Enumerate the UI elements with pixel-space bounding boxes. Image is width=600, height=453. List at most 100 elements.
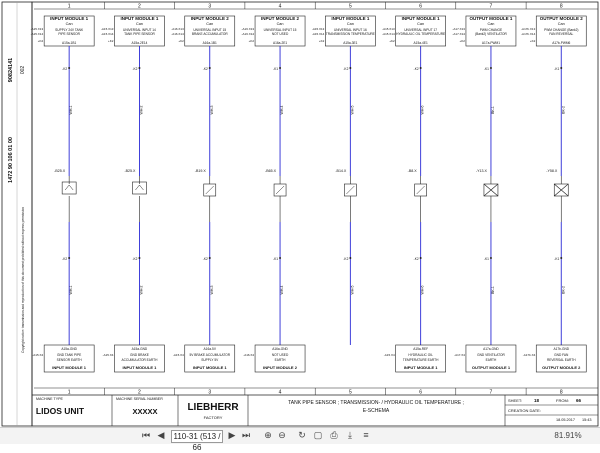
end-module-id: A17b-GND: [553, 347, 569, 351]
module-title: INPUT MODULE 1: [331, 16, 369, 21]
rotate-icon[interactable]: ↻: [298, 430, 306, 440]
module-bus-id: A15a-2E14: [131, 41, 147, 45]
next-page-icon[interactable]: ▶: [228, 430, 236, 440]
module-box-bottom: [535, 344, 587, 373]
connector-pin: -K2: [203, 67, 208, 71]
module-bus-id: A16a-1B1: [203, 41, 217, 45]
component-label: -B25.X: [54, 169, 66, 173]
sheet-label: SHEET:: [508, 398, 522, 403]
connector-pin: -K1: [273, 67, 278, 71]
end-module-address: -A17b.X4: [523, 353, 536, 357]
wire-label: WH-5: [350, 105, 354, 114]
page-number-input[interactable]: 110-31 (513 / 66: [171, 430, 223, 452]
module-description: UNIVERSAL INPUT 15: [193, 28, 226, 32]
module-description: UNIVERSAL INPUT 17: [404, 28, 437, 32]
module-title: INPUT MODULE 1: [120, 16, 158, 21]
connector-pin: -K2: [132, 257, 137, 261]
wire-label: WH-2: [139, 285, 143, 294]
component-label: -B65.X: [265, 169, 277, 173]
wire-label: BK-2: [561, 106, 565, 114]
module-signal: Can: [277, 22, 284, 26]
module-description: TRANSMISSION TEMPERATURE: [326, 32, 375, 36]
module-box-bottom: [114, 344, 165, 373]
module-box-top: [395, 15, 446, 47]
menu-icon[interactable]: ≡: [363, 430, 369, 440]
module-bus-id: A17a-PWM1: [482, 41, 500, 45]
connector-dot: [419, 257, 422, 259]
module-address: -A15.X13: [101, 27, 114, 31]
creation-date: 18.05.2017: [556, 418, 575, 422]
zoom-in-icon[interactable]: ⊕: [264, 430, 272, 440]
module-signal: Can: [136, 22, 143, 26]
end-module-id: A16a-5V: [204, 347, 217, 351]
connector-dot: [489, 67, 492, 69]
module-description: SUPPLY 24V TANK: [55, 28, 84, 32]
connector-dot: [208, 257, 211, 259]
module-box-bottom: [395, 344, 446, 373]
column-number: 6: [419, 4, 422, 10]
module-box-top: [184, 15, 236, 47]
module-address: -A17.X13: [452, 27, 465, 31]
column-number: 3: [208, 390, 211, 396]
wire-label: WH-3: [210, 105, 214, 114]
module-pin: +K2: [460, 39, 466, 43]
wire-label: BK-2: [561, 286, 565, 294]
connector-pin: -K2: [62, 257, 67, 261]
column-number: 7: [490, 4, 493, 10]
valve-symbol: [554, 183, 569, 197]
module-address: -A17.X14: [452, 32, 465, 36]
print-icon[interactable]: ⎙: [330, 430, 338, 440]
prev-page-icon[interactable]: ◀: [157, 430, 165, 440]
end-module-address: -A15.X4: [173, 353, 184, 357]
end-module-id: A17a-GND: [483, 347, 499, 351]
machine-type: LIDOS UNIT: [36, 406, 85, 416]
module-pin: +K2: [319, 39, 325, 43]
end-module-title: INPUT MODULE 1: [193, 365, 228, 370]
module-signal: Can: [487, 22, 494, 26]
fit-page-icon[interactable]: ▢: [313, 430, 323, 440]
end-module-title: INPUT MODULE 1: [123, 365, 158, 370]
from-number: 66: [576, 398, 582, 403]
connector-dot: [349, 67, 352, 69]
module-signal: Can: [417, 22, 424, 26]
module-signal: Can: [206, 22, 213, 26]
module-signal: Can: [558, 22, 565, 26]
module-bus-id: A15a-4E1: [414, 41, 428, 45]
component-label: -Y58.X: [546, 169, 558, 173]
end-module-title: INPUT MODULE 1: [52, 365, 87, 370]
module-address: -A15.X14: [312, 32, 325, 36]
module-title: OUTPUT MODULE 2: [540, 16, 583, 21]
column-number: 5: [349, 4, 352, 10]
module-bus-id: A15a-1B1: [62, 41, 76, 45]
connector-dot: [560, 257, 563, 259]
end-module-title: OUTPUT MODULE 2: [542, 365, 581, 370]
zoom-level[interactable]: 81.91%: [554, 431, 582, 440]
wire-label: WH-6: [421, 285, 425, 294]
sensor-symbol: [205, 185, 214, 195]
column-number: 4: [279, 390, 282, 396]
connector-pin: -K2: [62, 67, 67, 71]
first-page-icon[interactable]: ⏮: [141, 430, 151, 440]
end-module-description: GND VENTILATOR: [477, 353, 505, 357]
column-number: 2: [138, 390, 141, 396]
creation-date-label: CREATION DATE:: [508, 408, 541, 413]
wire-label: WH-3: [210, 285, 214, 294]
serial-label: MACHINE SERIAL NUMBER: [116, 397, 163, 401]
end-module-description: EARTH: [275, 358, 286, 362]
connector-pin: -K2: [132, 67, 137, 71]
module-pin: +K2: [108, 39, 114, 43]
module-address: -A15.X14: [31, 32, 44, 36]
download-icon[interactable]: ⤓: [348, 430, 352, 440]
component-label: -B19.X: [195, 169, 207, 173]
module-signal: Can: [66, 22, 73, 26]
module-address: -A15.X13: [312, 27, 325, 31]
column-number: 1: [68, 4, 71, 10]
end-module-address: -A15.X4: [32, 353, 43, 357]
end-module-description: 5V BRAKE ACCUMULATOR: [189, 353, 230, 357]
zoom-out-icon[interactable]: ⊖: [278, 430, 286, 440]
column-number: 3: [208, 4, 211, 10]
last-page-icon[interactable]: ⏭: [241, 430, 251, 440]
wire-label: WH-1: [69, 105, 73, 114]
end-module-id: A15a-REF: [413, 347, 428, 351]
module-address: -A15.X13: [31, 27, 44, 31]
